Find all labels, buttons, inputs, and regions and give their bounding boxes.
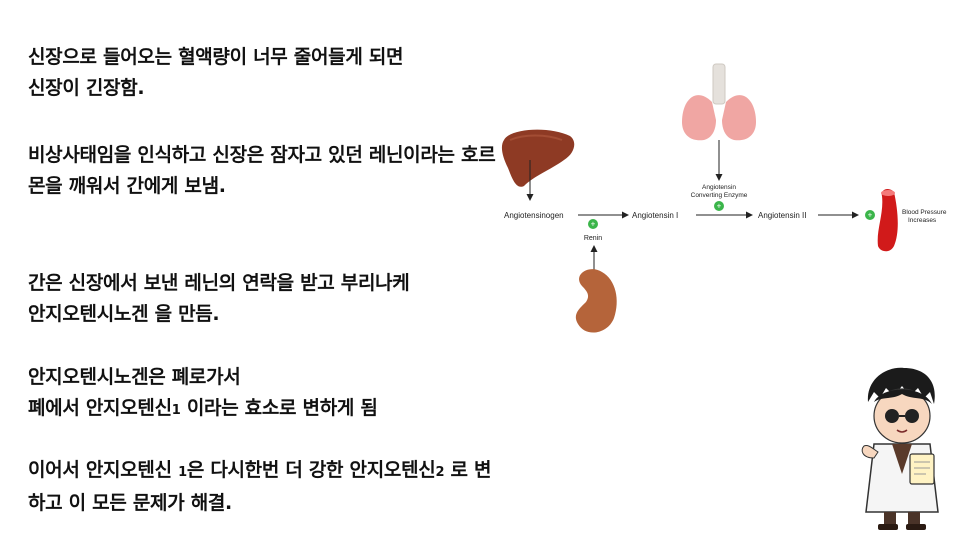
text-line: 안지오텐시노겐은 폐로가서 <box>28 366 241 388</box>
ace-label-line2: Converting Enzyme <box>691 192 748 199</box>
subscript-number: 2 <box>435 465 445 480</box>
text-line: 하고 이 모든 문제가 해결. <box>28 492 232 514</box>
angiotensin2-label: Angiotensin II <box>758 211 806 220</box>
professor-character <box>861 367 939 530</box>
subscript-number: 1 <box>171 403 181 418</box>
bp-label-line2: Increases <box>908 217 937 224</box>
text-fragment: 폐에서 안지오텐신 <box>28 397 172 419</box>
ace-label-line1: Angiotensin <box>702 184 736 191</box>
kidney-icon <box>575 269 617 333</box>
liver-icon <box>501 129 575 187</box>
text-fragment: 은 다시한번 더 강한 안지오텐신 <box>186 459 436 481</box>
paragraph-renin-release: 비상사태임을 인식하고 신장은 잠자고 있던 레닌이라는 호르 몬을 깨워서 간… <box>28 140 496 202</box>
text-line: 간은 신장에서 보낸 레닌의 연락을 받고 부리나케 <box>28 272 410 294</box>
raas-diagram: Angiotensin Converting Enzyme + Angioten… <box>501 63 947 333</box>
blood-vessel-icon <box>877 189 898 252</box>
bp-label-line1: Blood Pressure <box>902 209 947 216</box>
text-line: 신장으로 들어오는 혈액량이 너무 줄어들게 되면 <box>28 46 404 68</box>
paragraph-kidney-blood: 신장으로 들어오는 혈액량이 너무 줄어들게 되면 신장이 긴장함. <box>28 42 403 104</box>
plus-badge-label: + <box>717 202 722 211</box>
angiotensin1-label: Angiotensin I <box>632 211 678 220</box>
paragraph-lung-conversion: 안지오텐시노겐은 폐로가서 폐에서 안지오텐신1 이라는 효소로 변하게 됨 <box>28 362 378 426</box>
lungs-icon <box>682 63 756 141</box>
text-line: 안지오텐시노겐 을 만듬. <box>28 303 220 325</box>
text-line: 몬을 깨워서 간에게 보냄. <box>28 175 226 197</box>
angiotensinogen-label: Angiotensinogen <box>504 211 564 220</box>
plus-badge <box>588 219 598 229</box>
text-fragment: 이어서 안지오텐신 <box>28 459 179 481</box>
plus-badge <box>865 210 875 220</box>
text-fragment: 이라는 효소로 변하게 됨 <box>180 397 378 419</box>
subscript-number: 1 <box>178 465 187 480</box>
paragraph-angiotensin2: 이어서 안지오텐신 1은 다시한번 더 강한 안지오텐신2 로 변 하고 이 모… <box>28 455 491 519</box>
text-line: 비상사태임을 인식하고 신장은 잠자고 있던 레닌이라는 호르 <box>28 144 496 166</box>
text-line: 신장이 긴장함. <box>28 77 145 99</box>
renin-label: Renin <box>584 235 602 242</box>
text-fragment: 로 변 <box>444 459 492 481</box>
plus-badge-label: + <box>591 220 596 229</box>
text-line: 이어서 안지오텐신 1은 다시한번 더 강한 안지오텐신2 로 변 <box>28 455 491 488</box>
plus-badge <box>714 201 724 211</box>
text-line: 폐에서 안지오텐신1 이라는 효소로 변하게 됨 <box>28 393 378 426</box>
plus-badge-label: + <box>868 211 873 220</box>
paragraph-liver-angiotensinogen: 간은 신장에서 보낸 레닌의 연락을 받고 부리나케 안지오텐시노겐 을 만듬. <box>28 268 410 330</box>
